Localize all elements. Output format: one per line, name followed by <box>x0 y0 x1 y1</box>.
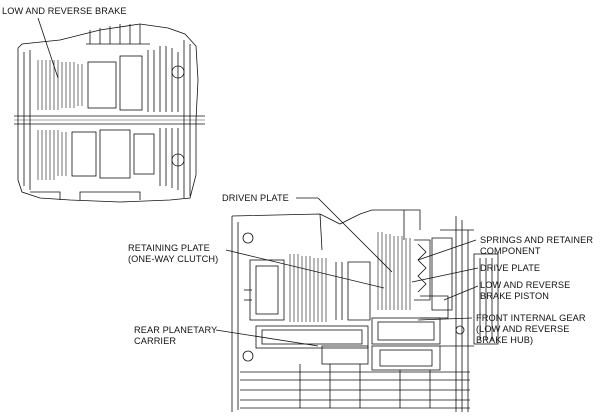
label-rear-planetary-carrier: REAR PLANETARY CARRIER <box>134 325 218 346</box>
label-driven-plate: DRIVEN PLATE <box>222 193 289 203</box>
label-front-internal-gear: FRONT INTERNAL GEAR (LOW AND REVERSE BRA… <box>476 313 586 345</box>
label-springs-and-retainer: SPRINGS AND RETAINER COMPONENT <box>480 235 594 256</box>
label-low-and-reverse-brake-piston: LOW AND REVERSE BRAKE PISTON <box>480 280 571 301</box>
label-retaining-plate: RETAINING PLATE (ONE-WAY CLUTCH) <box>128 243 219 264</box>
label-drive-plate: DRIVE PLATE <box>480 263 541 273</box>
label-low-and-reverse-brake: LOW AND REVERSE BRAKE <box>2 6 127 16</box>
